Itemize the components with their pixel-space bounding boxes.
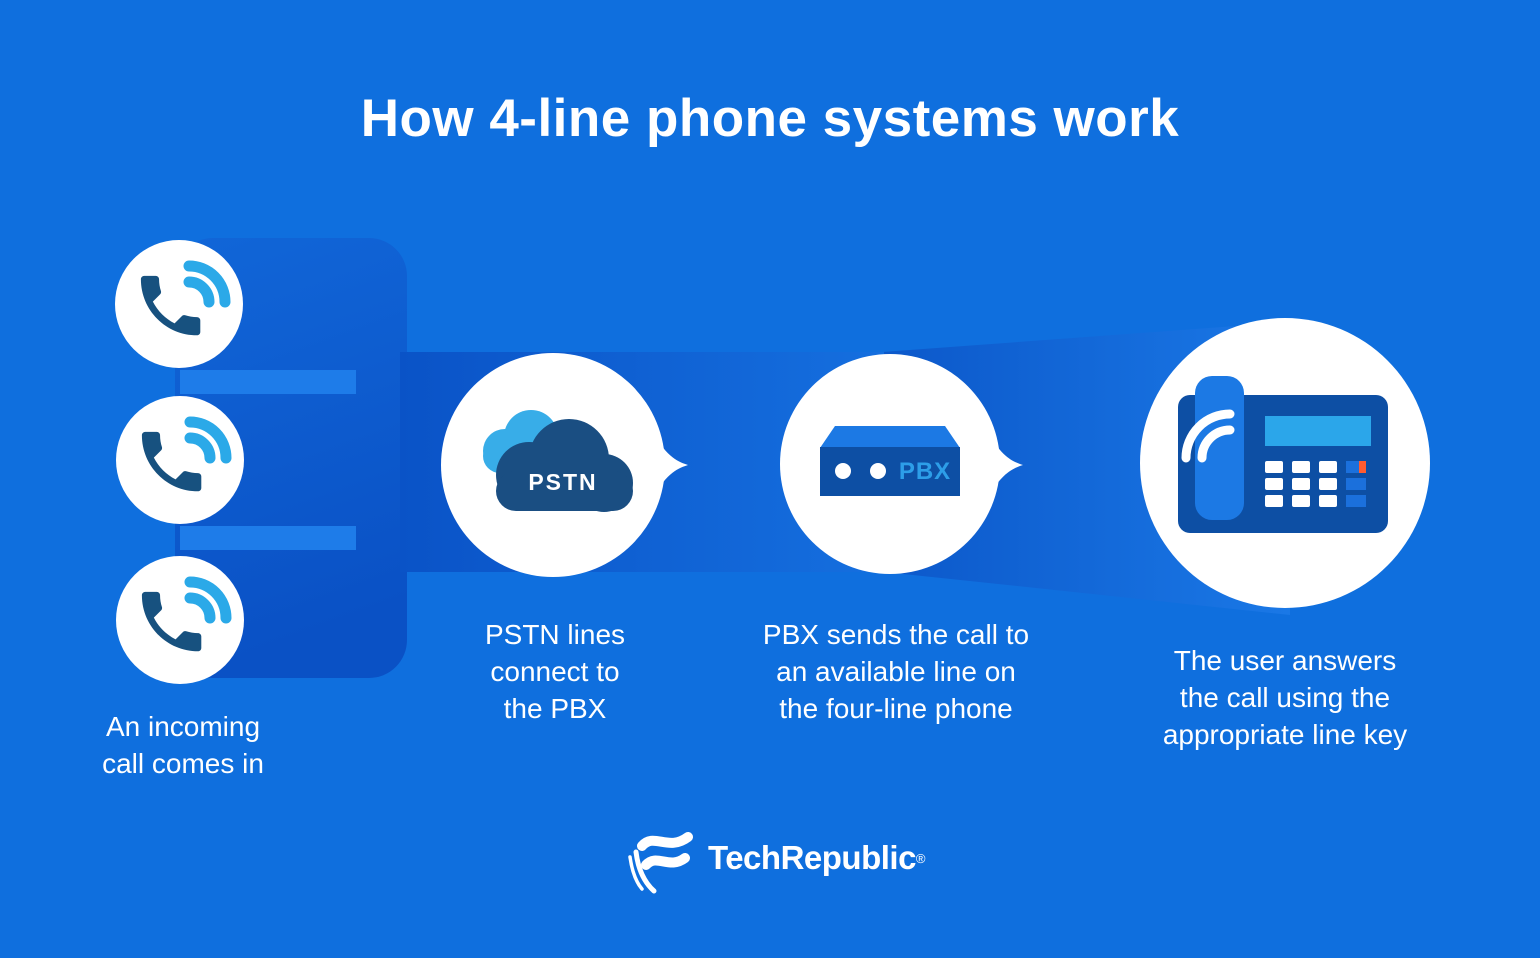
pbx-indicator-dot bbox=[870, 463, 886, 479]
phone-call-icon bbox=[141, 576, 232, 652]
phone-bubble bbox=[1140, 318, 1430, 608]
pstn-bubble-tail bbox=[653, 432, 688, 498]
registered-trademark: ® bbox=[915, 851, 926, 866]
pstn-cloud-shape bbox=[496, 419, 633, 512]
techrepublic-flag-icon bbox=[628, 832, 693, 894]
brand-name: TechRepublic® bbox=[708, 839, 926, 876]
caption-incoming-call: An incoming call comes in bbox=[102, 711, 264, 779]
pbx-label: PBX bbox=[898, 458, 952, 485]
page-title: How 4-line phone systems work bbox=[360, 89, 1180, 148]
incoming-call-bubble bbox=[116, 556, 244, 684]
four-line-phone-icon bbox=[1178, 376, 1388, 533]
caption-pbx: PBX sends the call to an available line … bbox=[762, 619, 1030, 724]
pstn-cloud-icon bbox=[483, 410, 633, 512]
pbx-bubble-tail bbox=[988, 432, 1023, 498]
pbx-indicator-dot bbox=[835, 463, 851, 479]
signal-wave-icon bbox=[1197, 425, 1235, 463]
phone-keypad bbox=[1265, 461, 1337, 507]
line-keys bbox=[1346, 461, 1366, 507]
phone-call-icon bbox=[141, 416, 232, 492]
pstn-label: PSTN bbox=[528, 469, 598, 495]
active-line-key-indicator bbox=[1359, 461, 1366, 473]
footer-brand: TechRepublic® bbox=[626, 822, 926, 894]
caption-phone: The user answers the call using the appr… bbox=[1162, 645, 1408, 750]
pbx-box-top bbox=[820, 426, 960, 448]
pbx-bubble: PBX bbox=[780, 354, 1000, 574]
incoming-call-bubble bbox=[115, 240, 243, 368]
pstn-bubble: PSTN bbox=[441, 353, 665, 577]
phone-screen bbox=[1265, 416, 1371, 446]
flow-connector-bar bbox=[180, 526, 356, 550]
caption-pstn: PSTN lines connect to the PBX bbox=[484, 619, 626, 724]
signal-wave-icon bbox=[1181, 409, 1235, 463]
flow-connector-bar bbox=[180, 370, 356, 394]
incoming-call-bubble bbox=[116, 396, 244, 524]
phone-call-icon bbox=[140, 260, 231, 336]
